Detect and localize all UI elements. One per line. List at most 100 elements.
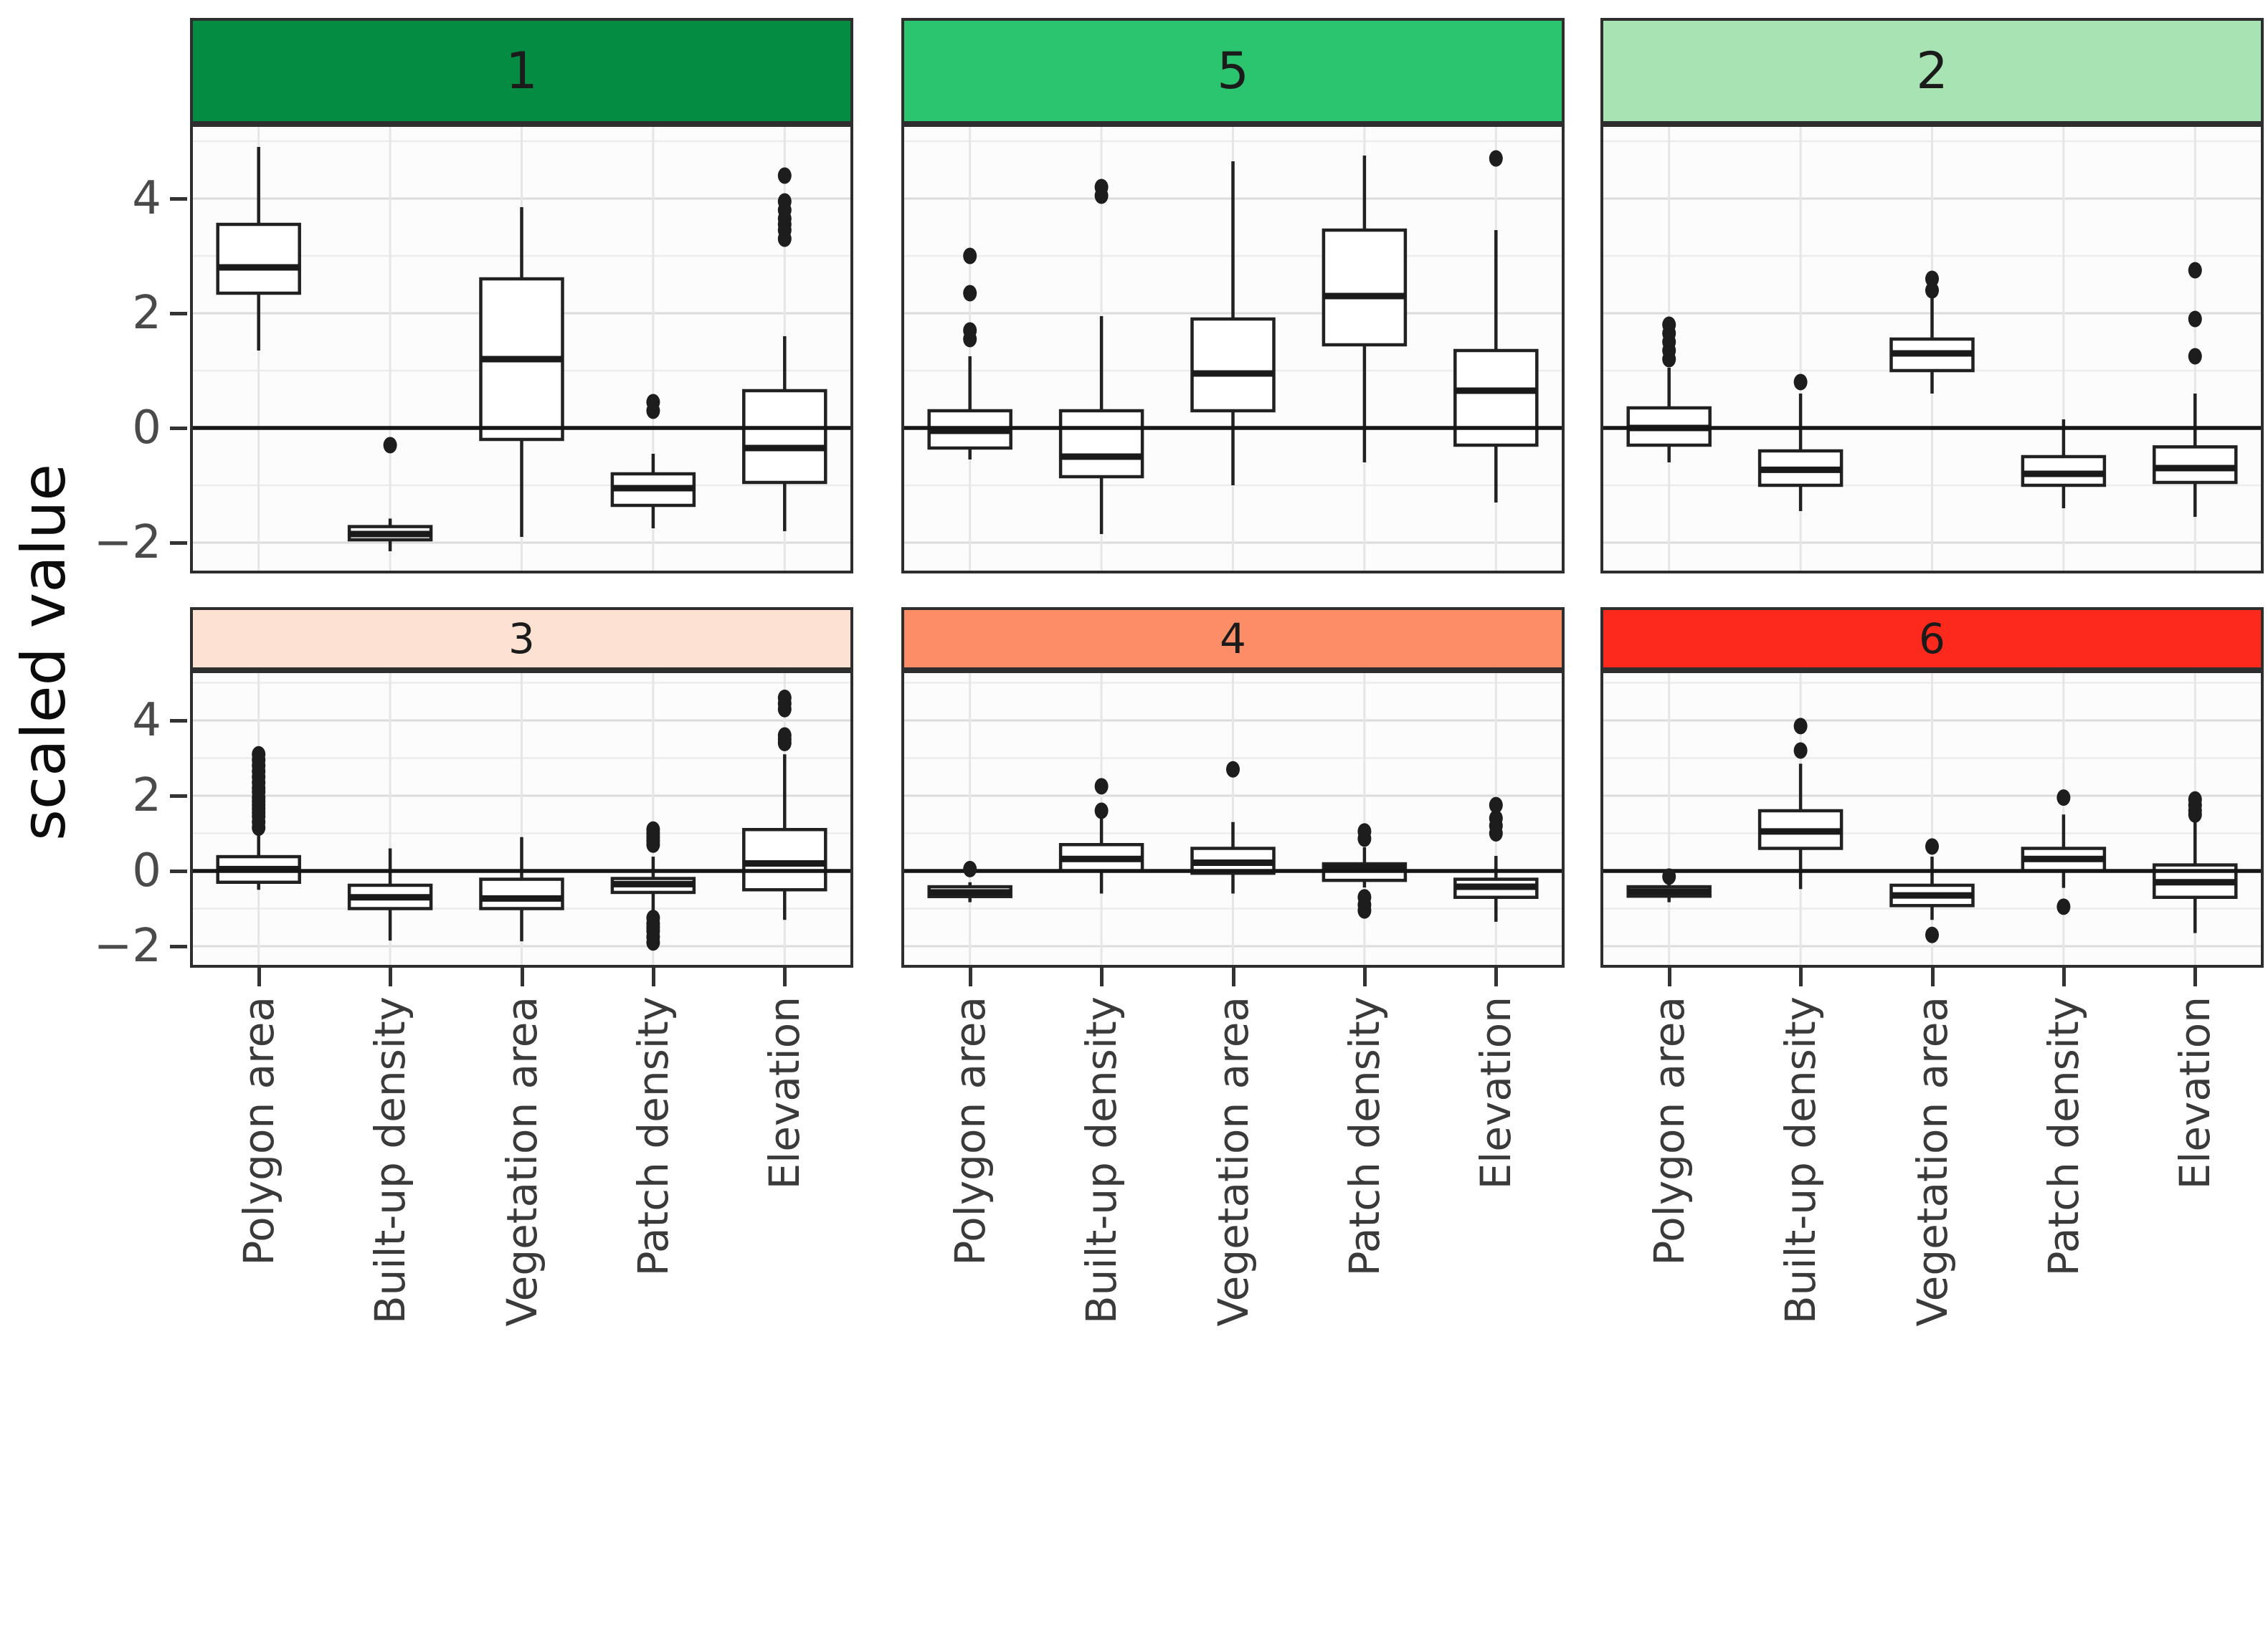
x-tick-mark xyxy=(257,968,261,986)
outlier-point xyxy=(383,437,397,454)
x-category-label: Vegetation area xyxy=(497,996,547,1643)
y-tick-mark xyxy=(170,197,187,201)
boxplot-polygon-area xyxy=(216,831,301,890)
boxplot-patch-density xyxy=(1322,156,1408,462)
x-tick-mark xyxy=(1494,968,1499,986)
facet-label: 6 xyxy=(1919,614,1945,663)
x-tick-mark xyxy=(1799,968,1803,986)
x-category-label: Built-up density xyxy=(1775,996,1826,1643)
boxplot-elevation xyxy=(2153,820,2238,933)
y-tick-label: −2 xyxy=(93,920,161,973)
x-category-label: Patch density xyxy=(628,996,678,1643)
facet-panel-3 xyxy=(190,670,853,968)
x-category-label: Elevation xyxy=(1471,996,1521,1643)
outlier-point xyxy=(1925,926,1939,943)
x-tick-mark xyxy=(968,968,972,986)
outlier-point xyxy=(1925,838,1939,855)
outlier-point xyxy=(2056,789,2071,806)
boxplot-patch-density xyxy=(610,857,696,915)
outlier-point xyxy=(1489,796,1503,814)
x-tick-mark xyxy=(389,968,393,986)
facet-label: 4 xyxy=(1220,614,1246,663)
outlier-point xyxy=(963,285,977,302)
outlier-point xyxy=(646,394,660,411)
facet-label: 2 xyxy=(1916,42,1948,100)
boxplot-patch-density xyxy=(610,454,696,528)
outlier-point xyxy=(777,690,792,706)
x-tick-mark xyxy=(1667,968,1671,986)
x-category-label: Vegetation area xyxy=(1907,996,1958,1643)
boxplot-vegetation-area xyxy=(1889,857,1975,920)
y-tick-mark xyxy=(170,719,187,723)
facet-header-2: 2 xyxy=(1600,18,2264,124)
outlier-point xyxy=(1094,802,1109,819)
outlier-point xyxy=(2188,262,2202,279)
outlier-point xyxy=(1662,316,1676,333)
x-category-label: Elevation xyxy=(759,996,810,1643)
y-tick-label: 2 xyxy=(132,769,161,822)
y-tick-label: 4 xyxy=(132,172,161,225)
outlier-point xyxy=(1357,902,1372,919)
x-category-label-text: Polygon area xyxy=(945,996,995,1266)
facet-header-5: 5 xyxy=(901,18,1565,124)
outlier-point xyxy=(1357,823,1372,840)
facet-header-4: 4 xyxy=(901,607,1565,670)
facet-panel-5 xyxy=(901,124,1565,573)
facet-panel-2 xyxy=(1600,124,2264,573)
outlier-point xyxy=(1489,810,1503,827)
facet-label: 5 xyxy=(1217,42,1249,100)
x-tick-mark xyxy=(2193,968,2198,986)
x-category-label-text: Vegetation area xyxy=(1907,996,1957,1327)
boxplot-patch-density xyxy=(2021,419,2107,508)
x-category-label-text: Polygon area xyxy=(234,996,283,1266)
y-tick-mark xyxy=(170,945,187,948)
boxplot-canvas-facet-3 xyxy=(193,673,850,965)
boxplot-built-up-density xyxy=(1757,394,1844,511)
x-category-label: Polygon area xyxy=(1644,996,1694,1643)
x-category-label: Built-up density xyxy=(365,996,415,1643)
outlier-point xyxy=(1489,150,1503,167)
x-tick-mark xyxy=(783,968,787,986)
outlier-point xyxy=(1094,778,1109,795)
x-tick-mark xyxy=(520,968,524,986)
facet-panel-6 xyxy=(1600,670,2264,968)
x-category-label-text: Built-up density xyxy=(366,996,415,1325)
y-tick-label: 0 xyxy=(132,844,161,897)
outlier-point xyxy=(777,727,792,744)
y-tick-label: −2 xyxy=(93,516,161,569)
x-tick-mark xyxy=(1362,968,1367,986)
outlier-point xyxy=(777,167,792,184)
outlier-point xyxy=(1925,282,1939,299)
facet-label: 3 xyxy=(508,614,535,663)
boxplot-elevation xyxy=(1453,230,1539,503)
outlier-point xyxy=(963,860,977,877)
boxplot-polygon-area xyxy=(1626,882,1712,903)
boxplot-polygon-area xyxy=(927,356,1012,459)
boxplot-canvas-facet-6 xyxy=(1603,673,2261,965)
boxplot-built-up-density xyxy=(1058,816,1144,894)
boxplot-polygon-area xyxy=(216,147,301,351)
x-category-label: Polygon area xyxy=(945,996,995,1643)
y-tick-mark xyxy=(170,312,187,315)
outlier-point xyxy=(2188,791,2202,808)
x-tick-mark xyxy=(651,968,655,986)
facet-header-3: 3 xyxy=(190,607,853,670)
x-category-label-text: Vegetation area xyxy=(497,996,546,1327)
y-tick-label: 4 xyxy=(132,694,161,747)
x-tick-mark xyxy=(1231,968,1235,986)
x-category-label: Elevation xyxy=(2170,996,2220,1643)
y-tick-mark xyxy=(170,427,187,430)
boxplot-built-up-density xyxy=(1757,763,1844,890)
x-category-label: Vegetation area xyxy=(1208,996,1258,1643)
x-tick-mark xyxy=(2061,968,2066,986)
x-category-label-text: Elevation xyxy=(2170,996,2220,1190)
outlier-point xyxy=(646,934,660,951)
outlier-point xyxy=(1793,718,1808,735)
x-category-label-text: Built-up density xyxy=(1077,996,1126,1325)
outlier-point xyxy=(1793,373,1808,391)
boxplot-polygon-area xyxy=(1626,368,1712,462)
boxplot-patch-density xyxy=(1322,847,1408,888)
boxplot-vegetation-area xyxy=(479,837,564,942)
y-tick-label: 0 xyxy=(132,401,161,454)
